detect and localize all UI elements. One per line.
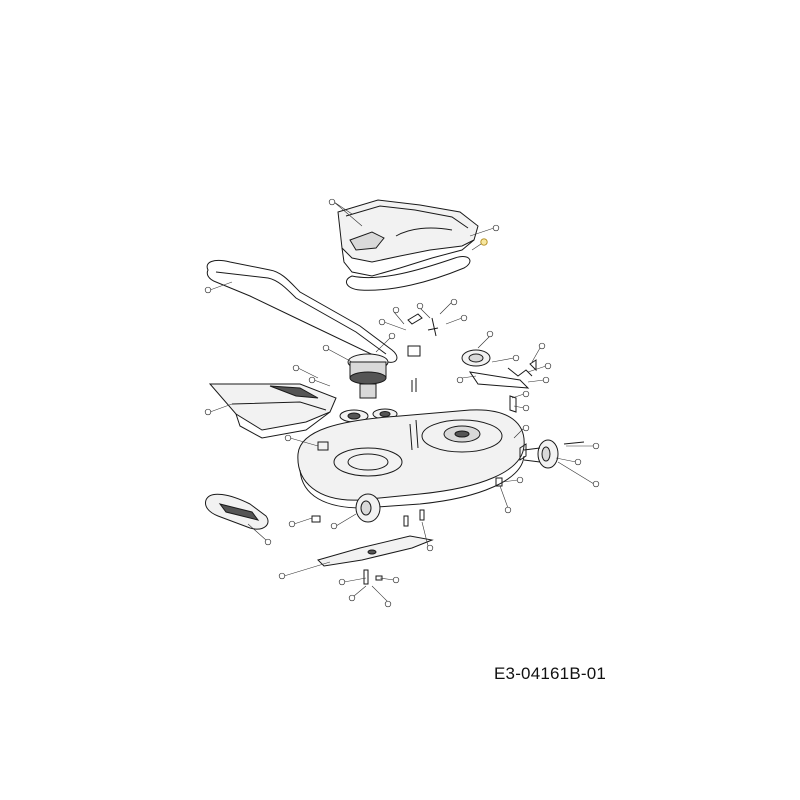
callout-marker — [338, 578, 346, 586]
callout-marker — [504, 506, 512, 514]
gauge-wheel-right — [523, 439, 559, 469]
callout-markers — [204, 198, 600, 608]
callout-marker — [384, 600, 392, 608]
callout-marker — [522, 424, 530, 432]
callout-marker — [204, 286, 212, 294]
callout-marker — [592, 480, 600, 488]
leader-lines — [209, 201, 595, 603]
callout-marker — [538, 342, 546, 350]
callout-marker — [278, 572, 286, 580]
deck-belt — [206, 259, 398, 363]
callout-marker — [574, 458, 582, 466]
callout-marker — [450, 298, 458, 306]
callout-marker — [486, 330, 494, 338]
callout-marker — [204, 408, 212, 416]
callout-marker — [292, 364, 300, 372]
callout-marker — [288, 520, 296, 528]
callout-marker — [264, 538, 272, 546]
idler-pulley — [461, 349, 533, 389]
callout-marker — [516, 476, 524, 484]
callout-marker — [542, 376, 550, 384]
callout-marker — [392, 306, 400, 314]
callout-marker — [592, 442, 600, 450]
spindle-pulley-left — [339, 353, 398, 423]
callout-marker — [492, 224, 500, 232]
gauge-wheel-left — [355, 493, 381, 523]
mulch-plug — [205, 493, 269, 530]
callout-marker — [512, 354, 520, 362]
mower-deck — [297, 409, 525, 509]
callout-marker-highlighted — [480, 238, 488, 246]
callout-marker — [392, 576, 400, 584]
mower-blade — [317, 535, 434, 567]
callout-marker — [388, 332, 396, 340]
callout-marker — [460, 314, 468, 322]
discharge-deflector — [208, 383, 337, 439]
hardware — [311, 313, 585, 585]
drive-belt-small — [345, 256, 471, 291]
callout-marker — [284, 434, 292, 442]
callout-marker — [416, 302, 424, 310]
callout-marker — [378, 318, 386, 326]
callout-marker — [328, 198, 336, 206]
belt-cover — [337, 199, 479, 277]
callout-marker — [456, 376, 464, 384]
callout-marker — [330, 522, 338, 530]
callout-marker — [522, 390, 530, 398]
callout-marker — [426, 544, 434, 552]
drawing-code-label: E3-04161B-01 — [494, 664, 607, 683]
callout-marker — [544, 362, 552, 370]
callout-marker — [348, 594, 356, 602]
callout-marker — [308, 376, 316, 384]
callout-marker — [322, 344, 330, 352]
callout-marker — [522, 404, 530, 412]
